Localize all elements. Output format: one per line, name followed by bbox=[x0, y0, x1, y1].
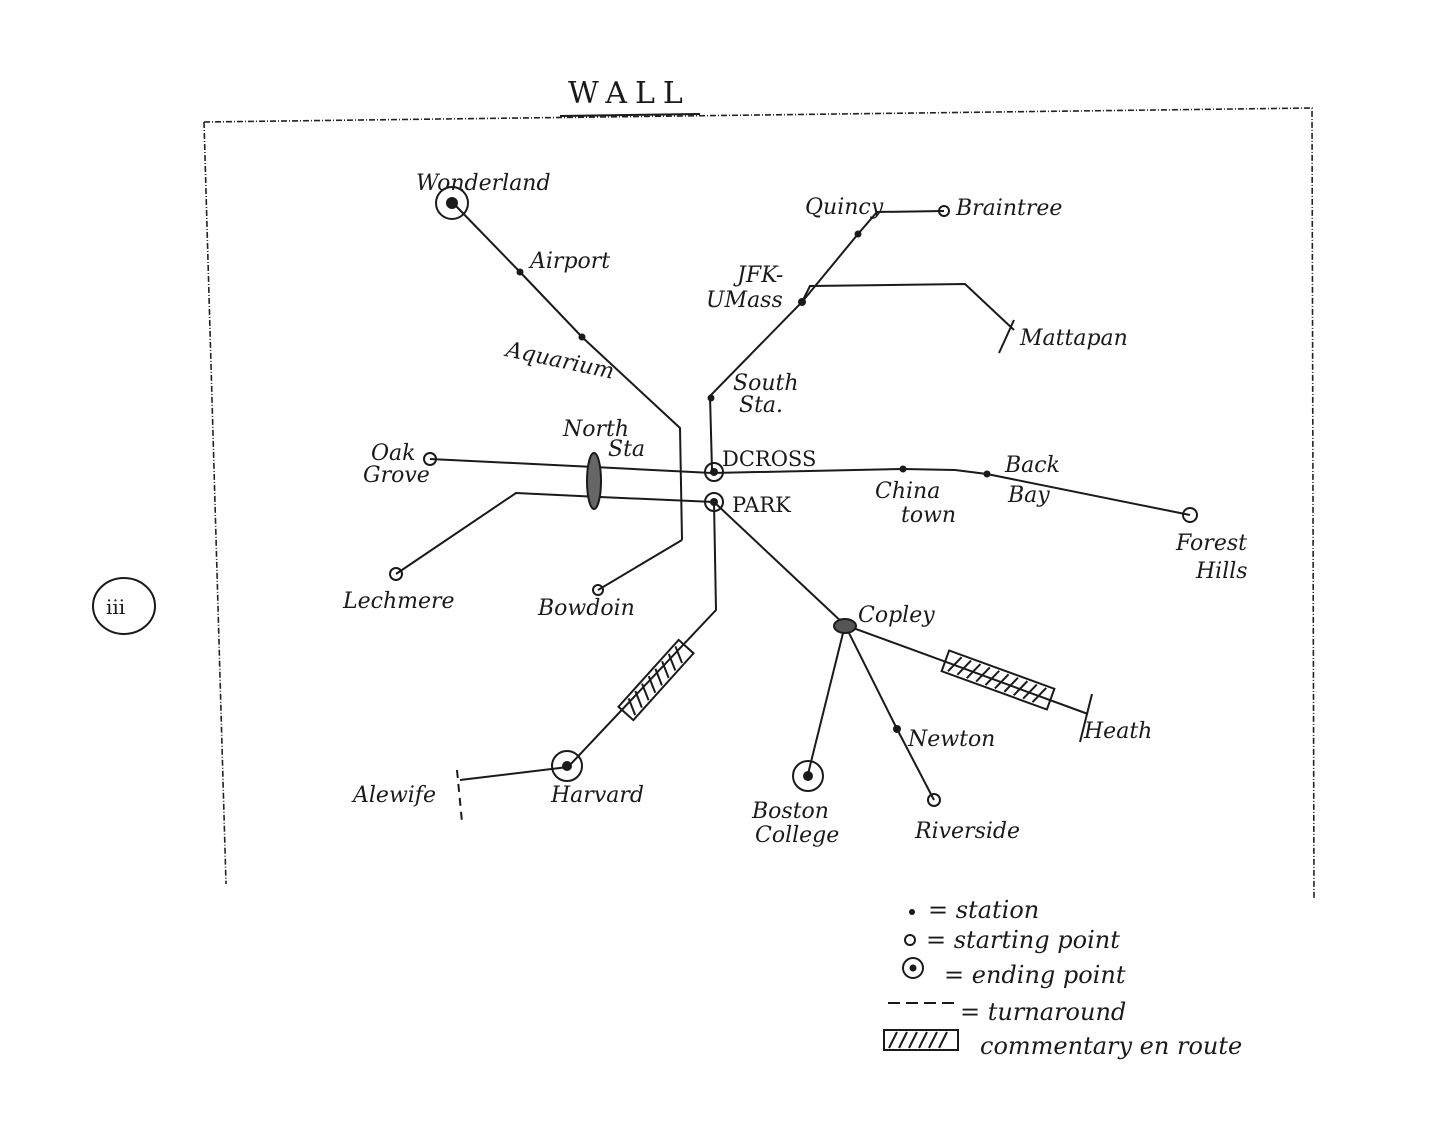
commentary-block-green bbox=[940, 649, 1056, 711]
starting-points bbox=[389, 205, 1198, 807]
label-braintree: Braintree bbox=[955, 196, 1062, 221]
end-dcross bbox=[704, 462, 724, 482]
frame-left bbox=[203, 121, 227, 885]
line-copley-to-heath bbox=[844, 624, 1089, 715]
legend: = station = starting point = ending poin… bbox=[883, 896, 1242, 1060]
station-newton bbox=[893, 725, 901, 733]
turnaround-alewife bbox=[456, 769, 463, 823]
legend-starting-text: = starting point bbox=[926, 926, 1120, 954]
label-back-bay-line1: Back bbox=[1004, 453, 1060, 478]
end-park bbox=[704, 492, 724, 512]
label-dcross: DCROSS bbox=[722, 447, 816, 471]
commentary-block-red bbox=[617, 638, 695, 722]
label-park: PARK bbox=[732, 493, 791, 517]
legend-station-text: = station bbox=[928, 896, 1039, 924]
line-dcross-to-braintree bbox=[708, 210, 945, 471]
line-to-bowdoin bbox=[597, 539, 683, 591]
label-back-bay-line2: Bay bbox=[1007, 483, 1050, 508]
legend-commentary-text: commentary en route bbox=[980, 1032, 1242, 1060]
legend-starting-symbol bbox=[904, 934, 916, 946]
line-park-to-harvard bbox=[567, 501, 718, 768]
end-copley bbox=[833, 618, 857, 634]
station-aquarium bbox=[578, 333, 586, 341]
label-wonderland: Wonderland bbox=[416, 171, 551, 196]
turnaround-heath bbox=[1079, 693, 1093, 743]
label-oak-grove-line2: Grove bbox=[363, 463, 430, 488]
label-airport: Airport bbox=[528, 249, 610, 274]
start-riverside bbox=[927, 793, 941, 807]
label-quincy: Quincy bbox=[805, 195, 884, 220]
title-underline bbox=[559, 113, 701, 117]
legend-turnaround-text: = turnaround bbox=[960, 998, 1126, 1026]
start-braintree bbox=[938, 205, 950, 217]
line-jfk-to-mattapan bbox=[801, 282, 1015, 331]
ending-points bbox=[435, 186, 857, 792]
label-oak-grove-line1: Oak bbox=[371, 441, 415, 466]
north-station-marker bbox=[586, 452, 602, 510]
start-forest-hills bbox=[1182, 507, 1198, 523]
label-copley: Copley bbox=[858, 603, 935, 628]
station-chinatown bbox=[899, 465, 907, 473]
legend-ending-symbol bbox=[902, 957, 924, 979]
label-north-sta-line1: North bbox=[562, 417, 629, 442]
station-quincy bbox=[854, 230, 862, 238]
start-lechmere bbox=[389, 567, 403, 581]
legend-commentary-symbol bbox=[883, 1029, 959, 1051]
label-aquarium: Aquarium bbox=[502, 337, 617, 385]
label-forest-hills-line1: Forest bbox=[1175, 531, 1247, 556]
line-park-to-copley bbox=[713, 501, 846, 626]
turnaround-mattapan bbox=[998, 319, 1015, 354]
legend-station-symbol bbox=[909, 909, 915, 915]
station-south-sta bbox=[707, 394, 715, 402]
station-labels: Wonderland Airport Aquarium Quincy Brain… bbox=[342, 171, 1248, 848]
label-alewife: Alewife bbox=[351, 783, 436, 808]
label-bowdoin: Bowdoin bbox=[537, 596, 635, 621]
label-south-sta-line2: Sta. bbox=[739, 393, 783, 418]
commentary-blocks bbox=[617, 638, 1056, 722]
end-boston-college bbox=[792, 760, 824, 792]
label-jfk-line2: UMass bbox=[706, 288, 783, 313]
label-jfk-line1: JFK- bbox=[733, 263, 783, 288]
label-heath: Heath bbox=[1083, 719, 1152, 744]
label-chinatown-line1: China bbox=[875, 479, 940, 504]
page-marker-text: iii bbox=[106, 595, 125, 619]
route-lines bbox=[395, 204, 1191, 823]
line-harvard-to-alewife bbox=[459, 766, 569, 781]
station-back-bay bbox=[983, 470, 991, 478]
line-copley-to-bostoncollege bbox=[807, 624, 846, 775]
label-chinatown-line2: town bbox=[901, 503, 956, 528]
label-north-sta-line2: Sta bbox=[608, 437, 645, 462]
station-jfk-umass bbox=[798, 298, 806, 306]
end-harvard bbox=[551, 750, 583, 782]
start-oak-grove bbox=[423, 452, 437, 466]
map-title: WALL bbox=[568, 76, 691, 111]
end-wonderland bbox=[435, 186, 469, 220]
start-bowdoin bbox=[592, 584, 604, 596]
label-forest-hills-line2: Hills bbox=[1195, 559, 1248, 584]
label-harvard: Harvard bbox=[550, 783, 644, 808]
label-south-sta-line1: South bbox=[733, 371, 799, 396]
label-boston-college-line1: Boston bbox=[751, 799, 829, 824]
line-park-to-lechmere bbox=[395, 491, 715, 575]
label-mattapan: Mattapan bbox=[1019, 326, 1128, 351]
label-newton: Newton bbox=[907, 727, 995, 752]
stations bbox=[516, 230, 991, 733]
page-marker: iii bbox=[92, 577, 156, 635]
station-airport bbox=[516, 268, 524, 276]
frame-top-right bbox=[203, 107, 1315, 901]
legend-ending-text: = ending point bbox=[944, 961, 1126, 989]
label-lechmere: Lechmere bbox=[342, 589, 455, 614]
line-copley-to-riverside bbox=[844, 624, 935, 801]
label-riverside: Riverside bbox=[914, 819, 1020, 844]
label-boston-college-line2: College bbox=[755, 823, 839, 848]
